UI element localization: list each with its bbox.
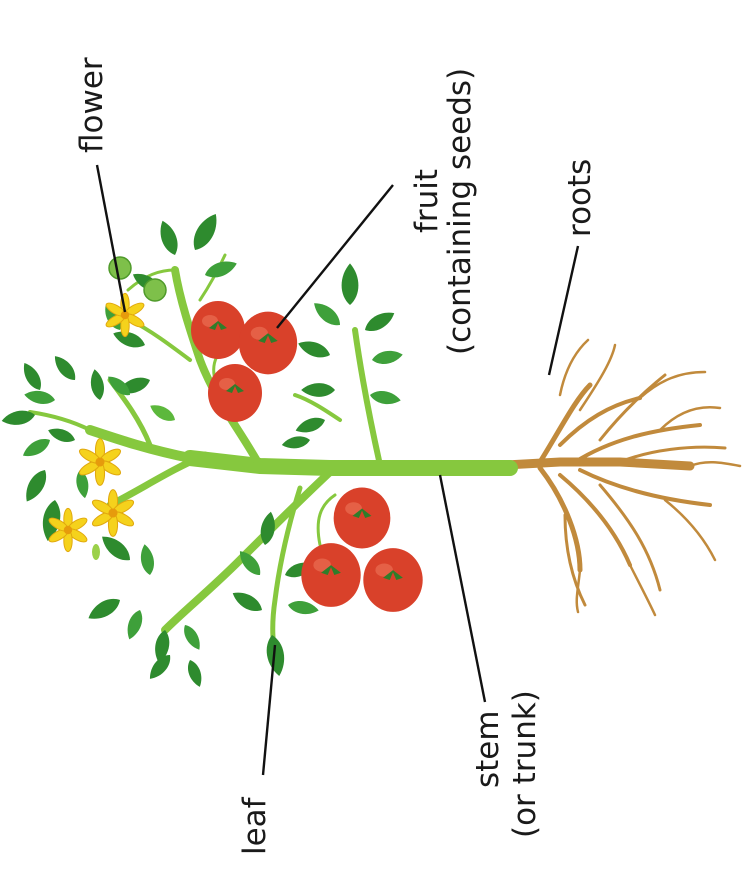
leader-stem: [440, 475, 485, 702]
fruit-tomato: [208, 364, 262, 422]
label-fruit-detail: (containing seeds): [442, 68, 478, 355]
fruit-tomato: [334, 488, 391, 549]
fruit-tomato: [301, 543, 360, 607]
fruit-tomato: [363, 548, 422, 612]
label-leaf: leaf: [237, 796, 273, 855]
leader-flower: [97, 165, 125, 312]
label-fruit: fruit: [409, 169, 445, 233]
fruit-tomato: [239, 312, 297, 375]
flowers: [47, 257, 166, 560]
label-stem: stem: [470, 710, 506, 788]
leader-fruit: [277, 185, 393, 328]
label-roots: roots: [562, 159, 598, 237]
label-flower: flower: [74, 57, 110, 153]
fruit-tomato: [191, 301, 245, 359]
leader-leaf: [263, 645, 275, 775]
roots-system: [505, 340, 740, 615]
label-stem-detail: (or trunk): [507, 690, 543, 838]
leaves: [1, 210, 404, 689]
labels: flower fruit (containing seeds) roots le…: [74, 57, 598, 855]
